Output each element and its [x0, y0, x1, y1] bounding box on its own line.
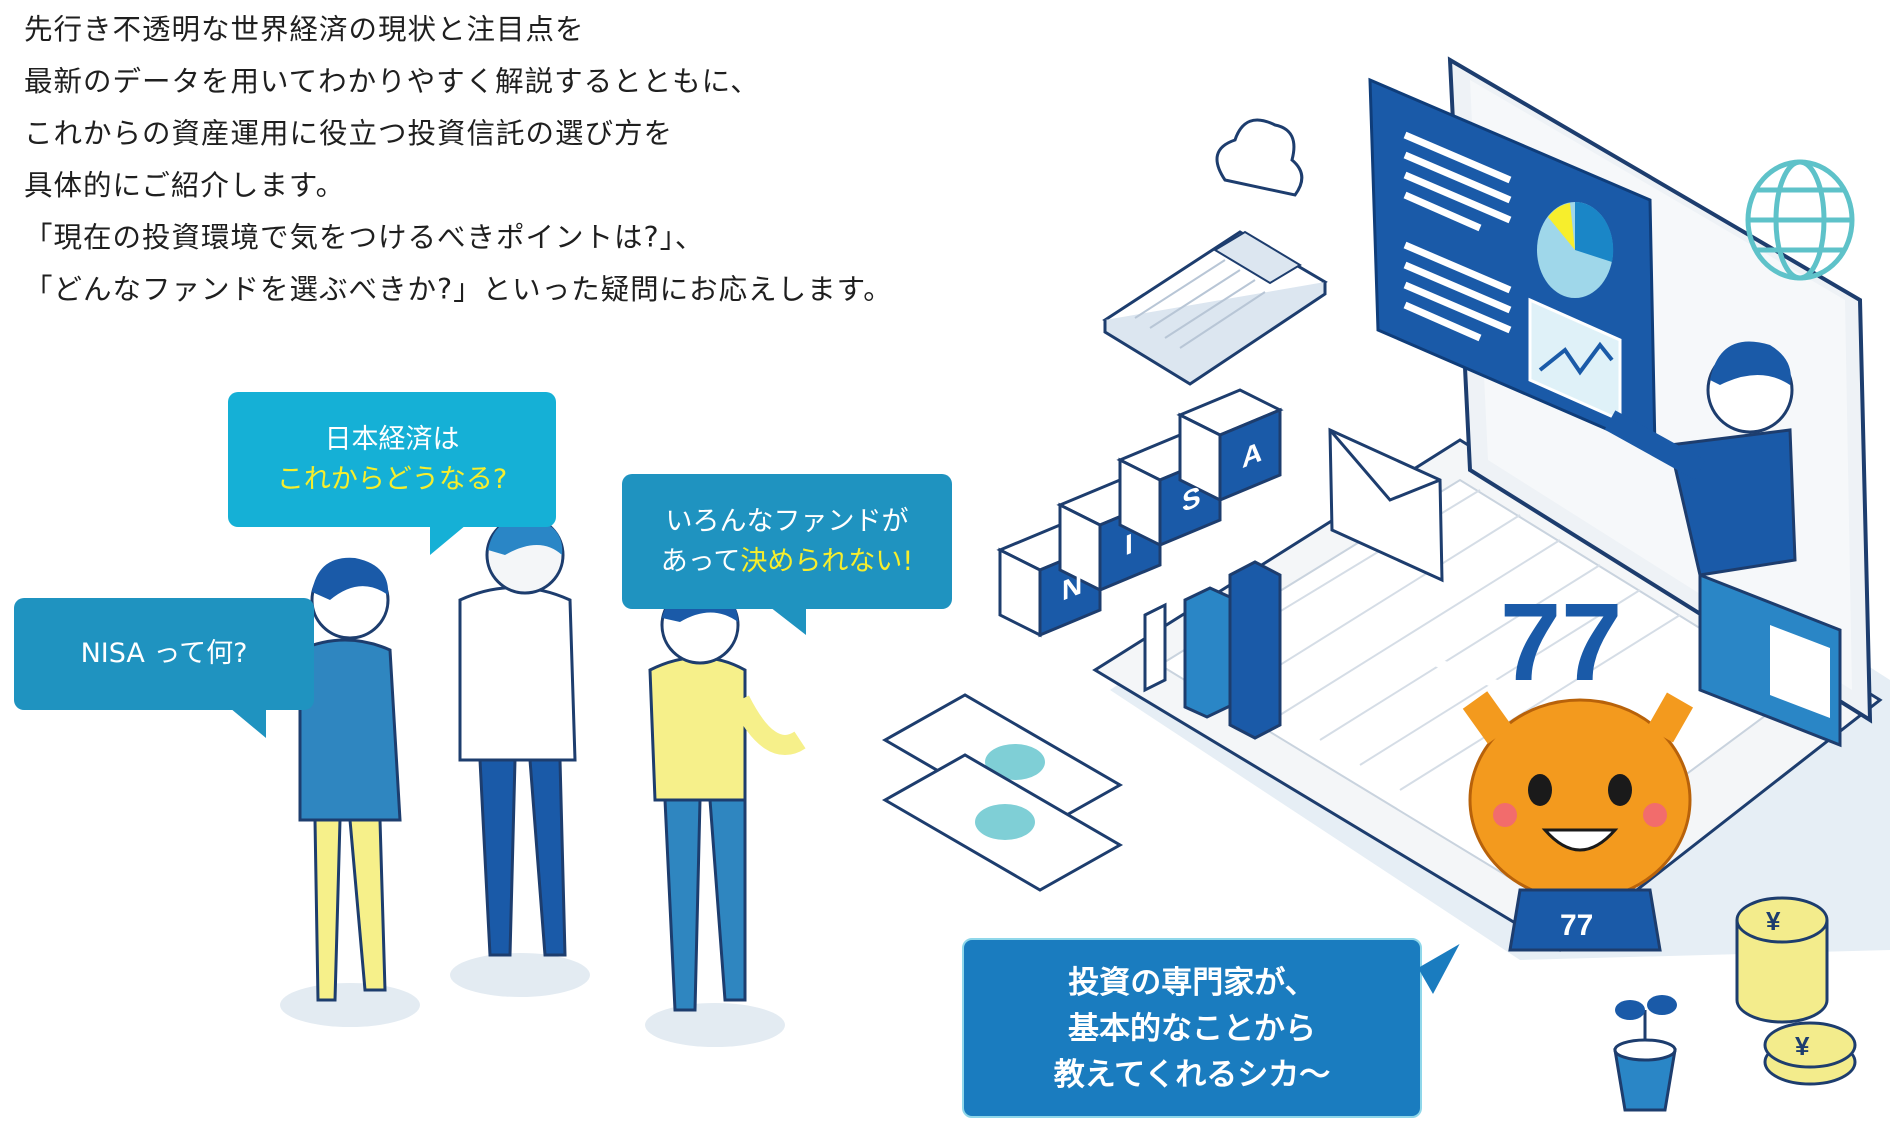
intro-line: 具体的にご紹介します。 — [24, 169, 346, 202]
intro-line: 「どんなファンドを選ぶべきか?」といった疑問にお応えします。 — [24, 273, 893, 306]
intro-line: これからの資産運用に役立つ投資信託の選び方を — [24, 117, 674, 150]
intro-line: 最新のデータを用いてわかりやすく解説するとともに、 — [24, 65, 760, 98]
nisa-block-s: S — [1182, 481, 1201, 519]
bubble-funds-line2b: 決められない! — [740, 546, 914, 577]
speech-bubble-expert: 投資の専門家が、 基本的なことから 教えてくれるシカ〜 — [962, 938, 1422, 1118]
tablet-icon — [1698, 572, 1842, 748]
mascot-horns-label: 77 — [1500, 581, 1622, 704]
nisa-block-n: N — [1062, 569, 1082, 608]
calculator-icon — [1102, 230, 1328, 386]
bubble-expert-line3: 教えてくれるシカ〜 — [1053, 1057, 1331, 1093]
bubble-tail — [770, 607, 806, 635]
intro-text: 先行き不透明な世界経済の現状と注目点を 最新のデータを用いてわかりやすく解説する… — [24, 4, 1114, 316]
plant-icon — [1613, 995, 1677, 1112]
speech-bubble-funds: いろんなファンドが あって決められない! — [622, 474, 952, 609]
bubble-expert-line2: 基本的なことから — [1068, 1011, 1316, 1047]
bubble-funds-line2a: あって — [660, 546, 741, 577]
bubble-economy-line2: これからどうなる? — [276, 464, 508, 495]
mascot-shirt-label: 77 — [1560, 909, 1593, 942]
mascot-deer: 77 77 — [1462, 581, 1694, 952]
nisa-block-i: I — [1125, 528, 1133, 562]
yen-coin-icon: ¥ ¥ — [1735, 896, 1857, 1086]
intro-line: 「現在の投資環境で気をつけるべきポイントは?」、 — [24, 221, 705, 254]
person-funds — [645, 585, 806, 1047]
speech-bubble-nisa: NISA って何? — [14, 598, 314, 710]
svg-text:¥: ¥ — [1766, 906, 1781, 936]
bubble-nisa-text: NISA って何? — [80, 638, 248, 669]
dashboard-panel-icon — [1368, 77, 1657, 696]
person-economy — [450, 515, 590, 997]
globe-icon — [1745, 159, 1855, 281]
speech-bubble-economy: 日本経済は これからどうなる? — [228, 392, 556, 527]
intro-line: 先行き不透明な世界経済の現状と注目点を — [24, 13, 585, 46]
nisa-block-a: A — [1242, 436, 1262, 475]
cloud-icon — [1215, 118, 1304, 197]
presenter-person — [1604, 341, 1797, 577]
svg-text:¥: ¥ — [1795, 1031, 1810, 1061]
bubble-tail — [230, 708, 266, 738]
bubble-funds-line1: いろんなファンドが — [665, 506, 909, 537]
bubble-tail — [430, 525, 466, 555]
nisa-blocks: N I S A — [996, 388, 1284, 638]
bubble-expert-line1: 投資の専門家が、 — [1068, 965, 1316, 1001]
bar-chart-icon — [1143, 560, 1282, 740]
bubble-economy-line1: 日本経済は — [324, 424, 460, 455]
banknote-icon — [881, 693, 1124, 892]
envelope-icon — [1328, 427, 1444, 583]
